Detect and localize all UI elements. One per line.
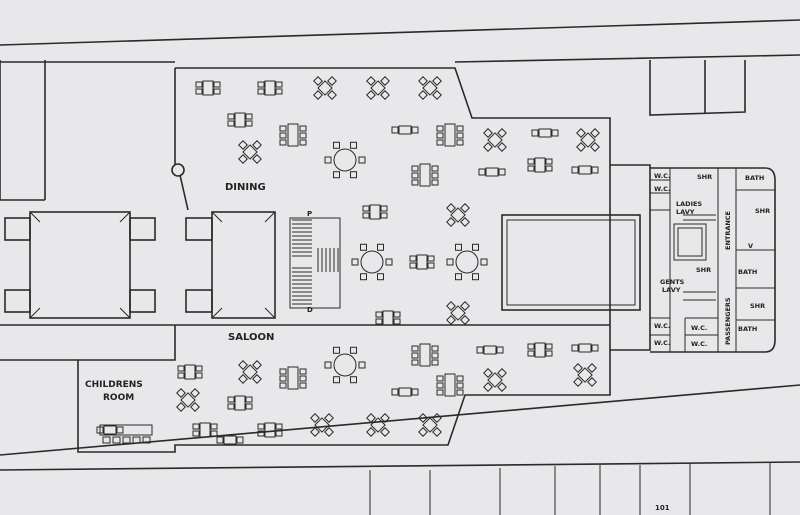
stair-down-label: D [307, 306, 313, 314]
shr-label: SHR [750, 302, 765, 310]
casings [4, 211, 641, 319]
v-label: V [748, 242, 753, 250]
table-diagonal [313, 76, 337, 100]
gents-lav-label-2: LAVY [662, 286, 681, 294]
shr-label: SHR [755, 207, 770, 215]
table-two [531, 128, 559, 138]
table-two [391, 387, 419, 397]
table-diagonal [483, 368, 507, 392]
saloon-outline [77, 67, 611, 453]
childrens-room-label: CHILDRENS [85, 380, 143, 390]
stair-up-label: P [307, 210, 312, 218]
passengers-label: PASSENGERS [724, 297, 732, 345]
table-four [227, 112, 253, 128]
table-six [279, 366, 307, 390]
wc-label: W.C. [654, 172, 670, 180]
table-four [177, 364, 203, 380]
table-four [227, 395, 253, 411]
table-two [478, 167, 506, 177]
table-six [411, 163, 439, 187]
table-diagonal [418, 76, 442, 100]
childrens-room-label-2: ROOM [103, 393, 134, 403]
wc-label: W.C. [654, 339, 670, 347]
table-four [409, 254, 435, 270]
table-diagonal [310, 413, 334, 437]
saloon-label: SALOON [228, 332, 274, 343]
wc-label: W.C. [691, 324, 707, 332]
ladies-lav-label-2: LAVY [676, 208, 695, 216]
shr-label: SHR [696, 266, 711, 274]
table-two [476, 345, 504, 355]
bath-label: BATH [738, 325, 757, 333]
table-diagonal [576, 128, 600, 152]
wc-label: W.C. [654, 185, 670, 193]
table-two [571, 165, 599, 175]
table-four [257, 80, 283, 96]
table-six [279, 123, 307, 147]
table-four [257, 422, 283, 438]
wc-label: W.C. [654, 322, 670, 330]
entrance-label: ENTRANCE [724, 211, 732, 250]
table-four [192, 422, 218, 438]
table-round [324, 141, 366, 179]
table-diagonal [366, 413, 390, 437]
table-four [362, 204, 388, 220]
table-diagonal [573, 363, 597, 387]
table-round [446, 243, 488, 281]
table-diagonal [446, 203, 470, 227]
table-diagonal [238, 360, 262, 384]
childrens-table [99, 424, 153, 444]
central-staircase [289, 217, 341, 309]
table-two [571, 343, 599, 353]
lavatory-block [650, 167, 776, 353]
bath-label: BATH [738, 268, 757, 276]
table-two [391, 125, 419, 135]
wc-label: W.C. [691, 340, 707, 348]
lower-cabins [369, 462, 771, 515]
deck-lines [0, 19, 800, 471]
table-diagonal [483, 128, 507, 152]
table-diagonal [366, 76, 390, 100]
table-round [351, 243, 393, 281]
dining-label: DINING [225, 182, 266, 193]
tables [96, 76, 600, 445]
table-six [411, 343, 439, 367]
table-diagonal [418, 413, 442, 437]
table-six [436, 123, 464, 147]
table-two [216, 435, 244, 445]
table-four [195, 80, 221, 96]
table-six [436, 373, 464, 397]
cabin-101-label: 101 [655, 504, 670, 512]
shr-label: SHR [697, 173, 712, 181]
table-diagonal [176, 388, 200, 412]
table-round [324, 346, 366, 384]
table-four [527, 157, 553, 173]
bath-label: BATH [745, 174, 764, 182]
table-diagonal [446, 301, 470, 325]
table-diagonal [238, 140, 262, 164]
table-four [375, 310, 401, 326]
ladies-lav-label: LADIES [676, 200, 702, 208]
gents-lav-label: GENTS [660, 278, 685, 286]
table-four [527, 342, 553, 358]
